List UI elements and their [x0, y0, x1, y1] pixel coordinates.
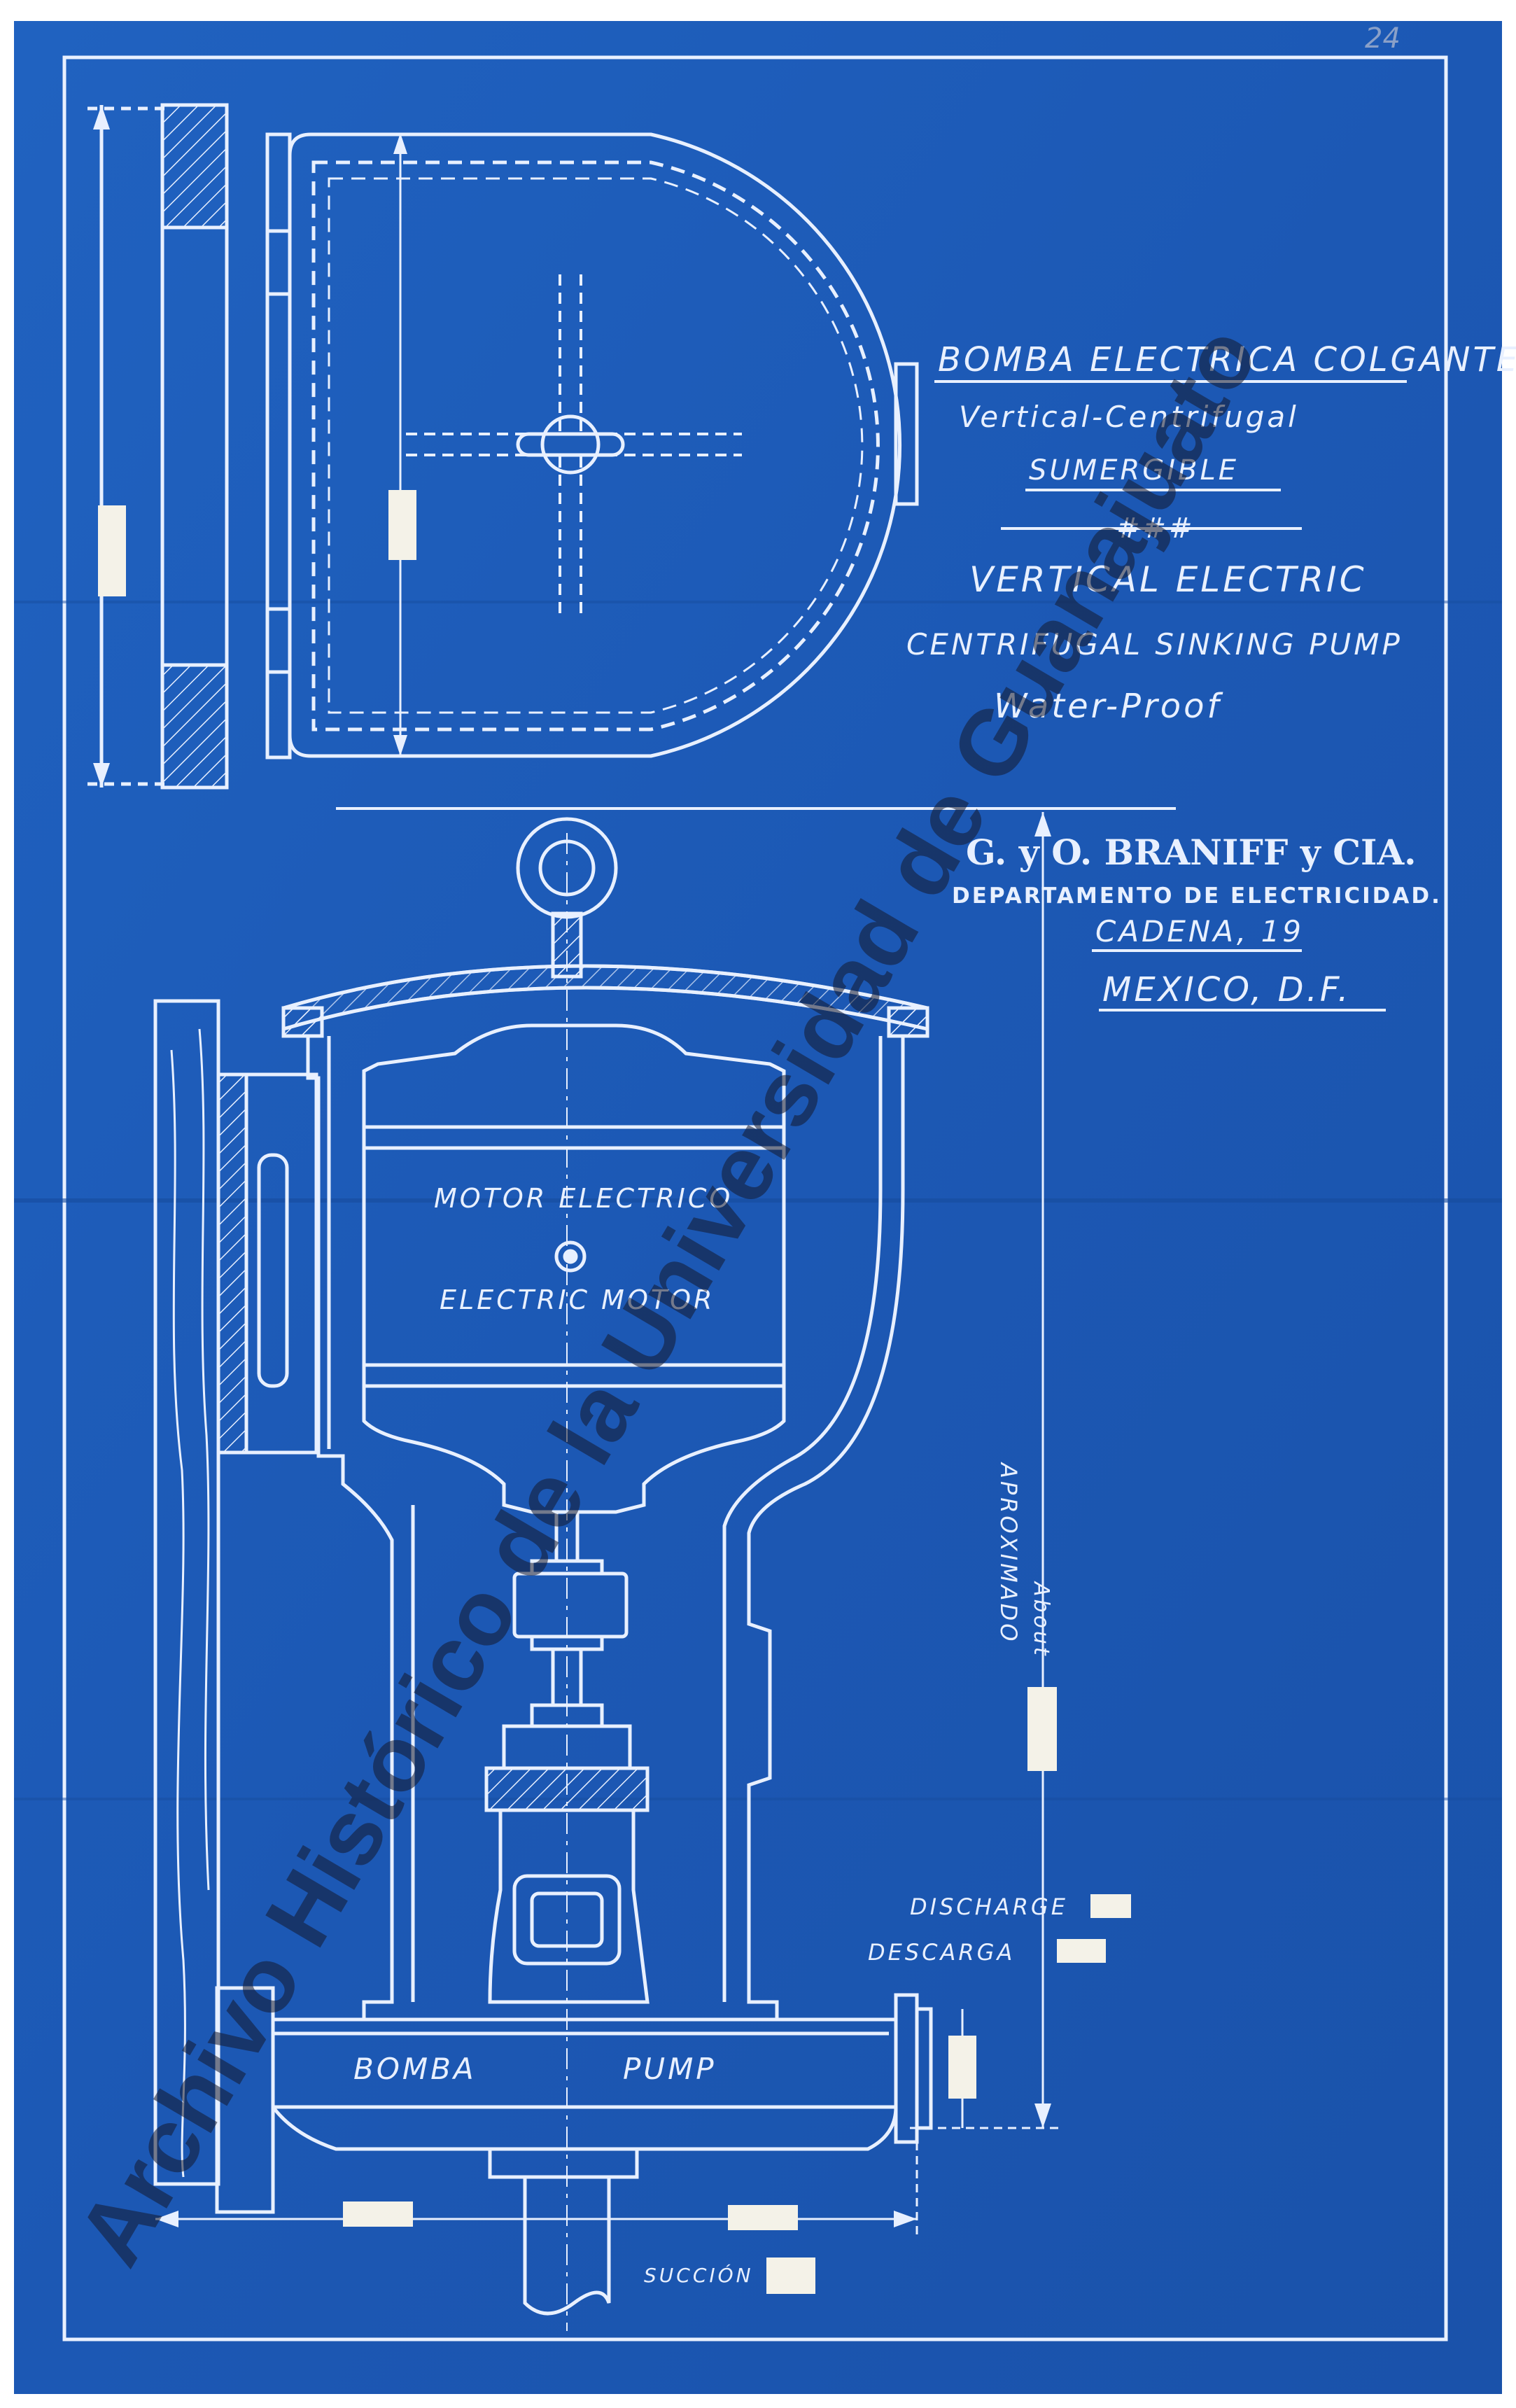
succion-label: SUCCIÓN	[644, 2263, 754, 2287]
about-label: About	[1029, 1581, 1053, 1658]
title-line-4: VERTICAL ELECTRIC	[969, 559, 1367, 600]
aproximado-label: APROXIMADO	[995, 1462, 1022, 1644]
title-line-6: Water-Proof	[994, 687, 1223, 726]
title-line-1: BOMBA ELECTRICA COLGANTE	[938, 340, 1516, 379]
bomba-label: BOMBA	[353, 2052, 477, 2086]
company-department: DEPARTAMENTO DE ELECTRICIDAD.	[952, 883, 1442, 909]
title-line-5: CENTRIFUGAL SINKING PUMP	[906, 627, 1403, 662]
discharge-label: DISCHARGE	[910, 1893, 1068, 1920]
company-street: CADENA, 19	[1095, 914, 1304, 948]
section-view	[153, 812, 1064, 2331]
company-name: G. y O. BRANIFF y CIA.	[966, 832, 1417, 873]
title-block: BOMBA ELECTRICA COLGANTE Vertical-Centri…	[906, 340, 1516, 1011]
redaction-patch	[388, 490, 416, 560]
motor-label-es: MOTOR ELECTRICO	[434, 1183, 733, 1214]
paper-background	[14, 21, 1502, 2394]
descarga-label: DESCARGA	[868, 1939, 1015, 1966]
sheet-number: 24	[1365, 22, 1401, 55]
pump-label: PUMP	[623, 2052, 717, 2086]
motor-label-en: ELECTRIC MOTOR	[440, 1284, 715, 1315]
title-divider: ###	[1116, 512, 1195, 545]
title-line-3: SUMERGIBLE	[1029, 454, 1239, 486]
company-city: MEXICO, D.F.	[1102, 970, 1352, 1009]
redaction-patch	[98, 505, 126, 596]
redaction-patches	[343, 1687, 1131, 2294]
title-line-2: Vertical-Centrifugal	[959, 400, 1299, 434]
section-labels: MOTOR ELECTRICO ELECTRIC MOTOR About APR…	[353, 1183, 1068, 2287]
plan-view	[87, 103, 919, 790]
